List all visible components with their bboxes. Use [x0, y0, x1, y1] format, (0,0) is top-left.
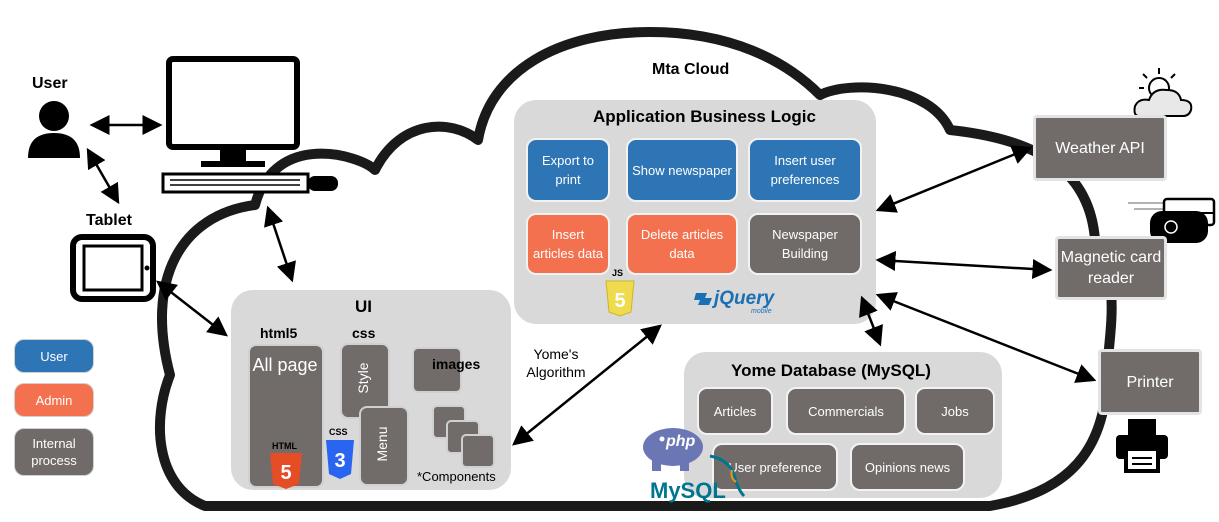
arrow-logic-db [859, 295, 883, 347]
delete-articles-box: Delete articles data [626, 213, 738, 275]
tablet-icon [70, 234, 156, 302]
html-badge-label: HTML [272, 441, 297, 451]
mysql-logo: MySQL [650, 478, 726, 503]
svg-text:3: 3 [334, 450, 345, 472]
card-reader-icon [1128, 197, 1216, 243]
legend-internal: Internal process [14, 428, 94, 476]
arrow-logic-printer [875, 292, 1097, 383]
keyboard-icon [161, 172, 310, 194]
legend-user: User [14, 339, 94, 373]
logic-title: Application Business Logic [593, 107, 816, 126]
components-label: *Components [417, 469, 496, 484]
ui-title: UI [355, 297, 372, 316]
export-print-box: Export to print [526, 138, 610, 202]
mouse-icon [308, 176, 338, 191]
commercials-box: Commercials [786, 387, 906, 435]
component-box-3 [461, 434, 495, 468]
logic-panel [514, 100, 876, 324]
newspaper-building-box: Newspaper Building [748, 213, 862, 275]
arrow-monitor-ui [264, 205, 296, 283]
css3-icon: 3 [326, 440, 354, 479]
arrow-logic-card [875, 251, 1053, 279]
cloud-title: Mta Cloud [652, 61, 730, 78]
tablet-label: Tablet [86, 212, 132, 229]
images-label: images [432, 356, 481, 372]
html5-label: html5 [260, 325, 298, 341]
js-icon: 5 [605, 280, 635, 317]
arrow-tablet-ui [156, 280, 228, 337]
printer-box: Printer [1098, 349, 1202, 415]
js-badge-label: JS [612, 268, 624, 278]
user-icon [28, 101, 80, 158]
images-box [412, 347, 462, 393]
weather-icon [1133, 68, 1193, 117]
jquery-icon [694, 293, 712, 305]
arrow-user-tablet [86, 147, 120, 205]
insert-articles-box: Insert articles data [526, 213, 610, 275]
user-preference-box: User preference [712, 443, 838, 491]
user-label: User [32, 75, 68, 92]
card-reader-box: Magnetic card reader [1055, 236, 1167, 300]
jobs-box: Jobs [915, 387, 995, 435]
insert-preferences-box: Insert user preferences [748, 138, 862, 202]
monitor-icon [166, 56, 300, 167]
menu-box [359, 406, 409, 486]
css-badge-label: CSS [329, 427, 348, 437]
mysql-icon [709, 454, 746, 498]
html5-icon: 5 [270, 453, 302, 489]
articles-box: Articles [697, 387, 773, 435]
legend-admin: Admin [14, 383, 94, 417]
printer-icon [1116, 419, 1168, 473]
svg-text:5: 5 [614, 290, 625, 312]
css-label: css [352, 325, 376, 341]
show-newspaper-box: Show newspaper [626, 138, 738, 202]
svg-text:5: 5 [280, 462, 291, 484]
jquery-sub: mobile [751, 308, 772, 315]
jquery-logo: jQuery [714, 288, 775, 309]
all-page-label: All page [252, 355, 318, 375]
opinions-news-box: Opinions news [850, 443, 965, 491]
arrow-ui-logic [512, 324, 662, 446]
arrow-logic-weather [875, 145, 1033, 213]
weather-api-box: Weather API [1033, 115, 1167, 181]
php-logo: php [666, 433, 696, 450]
